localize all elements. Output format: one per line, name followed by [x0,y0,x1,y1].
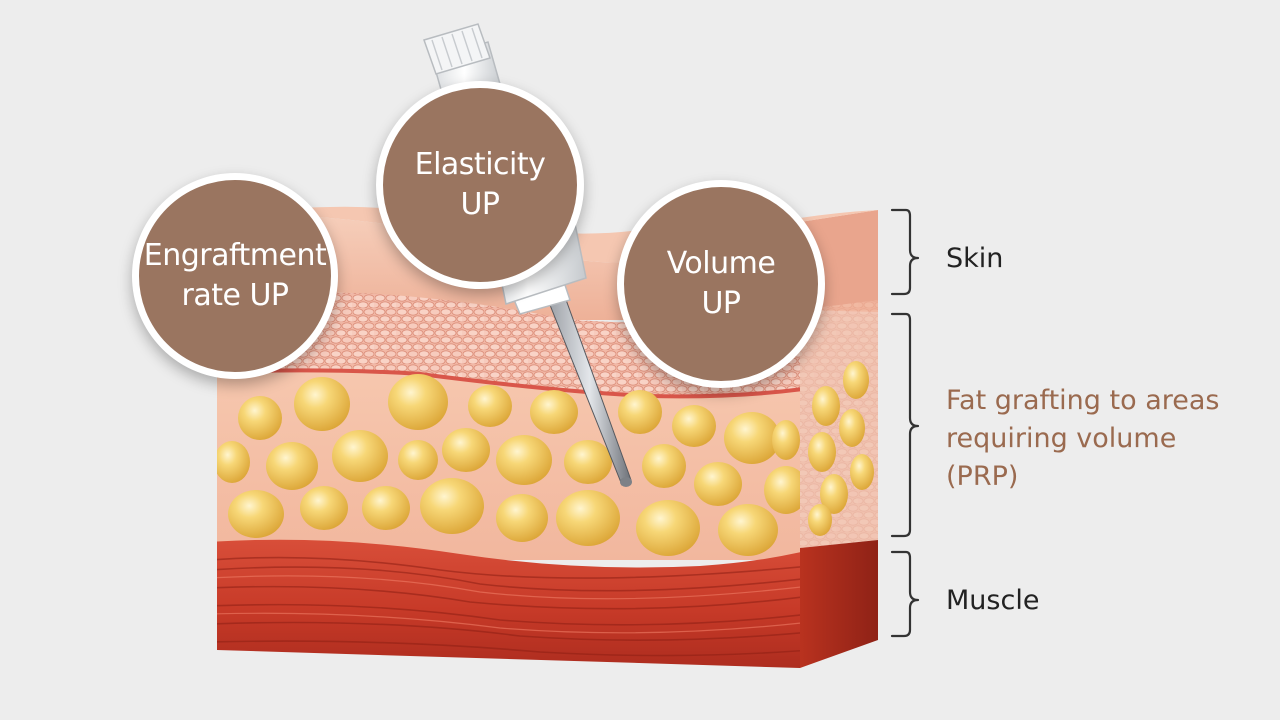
bracket-fat [890,312,920,538]
muscle-label: Muscle [946,585,1040,616]
layer-brackets [890,208,920,638]
bracket-skin [890,208,920,296]
fat-label-line1: Fat grafting to areas [946,385,1220,416]
engraftment-line2: rate UP [181,278,289,313]
fat-grafting-label: Fat grafting to areas requiring volume (… [946,382,1266,496]
elasticity-line2: UP [460,187,500,222]
bracket-muscle [890,550,920,638]
skin-label: Skin [946,243,1004,274]
side-fat-globules [808,361,874,536]
volume-line1: Volume [666,246,776,281]
volume-bubble: Volume UP [617,180,825,388]
elasticity-line1: Elasticity [414,147,546,182]
fat-label-line2: requiring volume [946,423,1177,454]
fat-label-line3: (PRP) [946,461,1019,492]
block-front-face [217,216,800,668]
elasticity-bubble: Elasticity UP [376,81,584,289]
fat-globules [217,374,800,556]
engraftment-line1: Engraftment [143,238,327,273]
engraftment-bubble: Engraftment rate UP [132,173,338,379]
volume-line2: UP [701,286,741,321]
